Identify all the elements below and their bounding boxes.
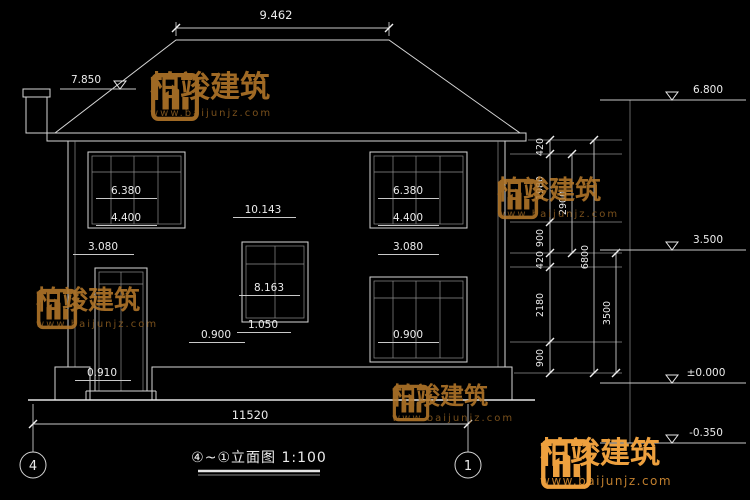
eave-fascia <box>46 132 527 142</box>
callout-stair-head: 10.143 <box>245 204 282 216</box>
level-floor-value: 3.500 <box>693 234 723 246</box>
callout-f2-head-right: 6.380 <box>393 185 423 197</box>
callout-f2-sill-left: 4.400 <box>111 212 141 224</box>
window-stair <box>241 241 309 323</box>
dim-ridge-width-value: 9.462 <box>260 8 293 22</box>
level-chimney: 7.850 <box>60 74 136 90</box>
callout-porch: 1.050 <box>248 319 278 331</box>
callout-f2-sill-right: 4.400 <box>393 212 423 224</box>
chain-b-1: 3500 <box>602 301 613 325</box>
level-markers: 6.800 3.500 ±0.000 -0.350 <box>600 84 746 444</box>
chain-b-0: 2900 <box>558 191 569 215</box>
callout-f1-sill-center: 0.900 <box>201 329 231 341</box>
dimension-chain-floor-segments: 420 1980 900 420 2180 900 <box>535 135 555 378</box>
level-base-value: -0.350 <box>689 427 723 439</box>
level-eave-value: 6.800 <box>693 84 723 96</box>
chain-a-1: 1980 <box>535 176 546 200</box>
level-chimney-value: 7.850 <box>71 74 101 86</box>
callout-f1-head-left: 3.080 <box>88 241 118 253</box>
callout-f1-sill-right: 0.900 <box>393 329 423 341</box>
dimension-chain-total-height: 6800 <box>580 135 599 378</box>
dimension-chain-zones: 2900 3500 <box>558 149 621 378</box>
chain-a-5: 900 <box>535 349 546 367</box>
dimension-ridge-width: 9.462 <box>171 8 394 36</box>
callout-f2-head-left: 6.380 <box>111 185 141 197</box>
chain-a-4: 2180 <box>535 293 546 317</box>
drawing-title: ④~①立面图 1:100 <box>191 450 327 476</box>
callout-stair-sill: 8.163 <box>254 282 284 294</box>
chimney-cap <box>22 88 51 98</box>
chain-a-3: 420 <box>535 251 546 269</box>
level-callouts: 6.380 4.400 6.380 4.400 10.143 8.163 3.0… <box>73 185 439 381</box>
chain-a-0: 420 <box>535 138 546 156</box>
chimney <box>25 96 48 134</box>
drawing-title-text: ④~①立面图 1:100 <box>191 450 327 466</box>
dimension-total-width: 11520 <box>28 404 473 432</box>
window-floor2-right <box>369 151 468 229</box>
callout-f1-head-right: 3.080 <box>393 241 423 253</box>
dim-total-width-value: 11520 <box>232 408 269 422</box>
roof-face <box>53 39 522 134</box>
window-floor2-left <box>87 151 186 229</box>
chain-c-0: 6800 <box>580 245 591 269</box>
window-floor1-right <box>369 276 468 363</box>
right-extension-lines <box>510 139 622 374</box>
level-zero-value: ±0.000 <box>687 367 726 379</box>
stone-base <box>54 366 513 401</box>
grid-bubble-right-label: 1 <box>464 459 472 474</box>
callout-door-base: 0.910 <box>87 367 117 379</box>
grid-bubble-right: 1 <box>454 432 482 479</box>
chain-a-2: 900 <box>535 229 546 247</box>
grid-bubble-left: 4 <box>19 432 47 479</box>
walls <box>67 141 506 367</box>
grid-bubble-left-label: 4 <box>29 459 37 474</box>
roof <box>22 39 527 142</box>
